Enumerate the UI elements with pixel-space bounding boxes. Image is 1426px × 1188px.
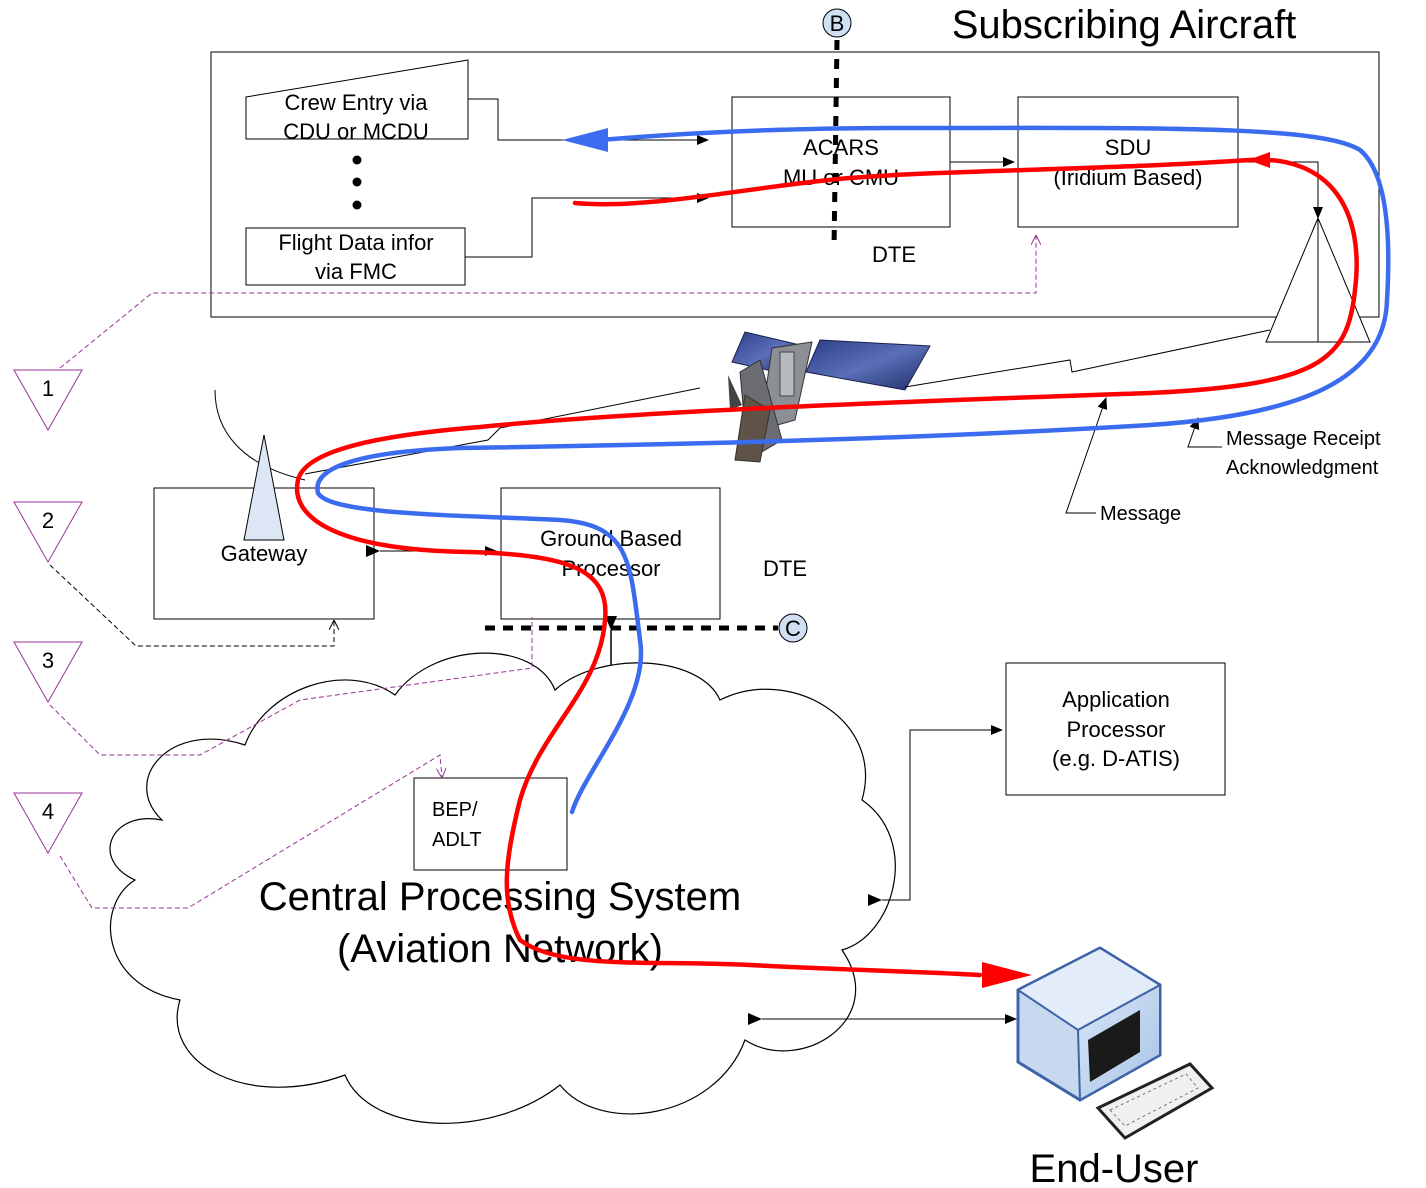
- end-user-label: End-User: [1030, 1147, 1199, 1188]
- interface-b-line: [831, 39, 840, 249]
- flight-data-line1: Flight Data infor: [278, 230, 433, 255]
- aviation-network-cloud: [109, 652, 896, 1124]
- callout-1-leader: [59, 236, 1036, 369]
- bep-line2: ADLT: [432, 829, 482, 851]
- svg-text:4: 4: [42, 799, 54, 824]
- marker-b-circle: [822, 8, 852, 38]
- aircraft-title: Subscribing Aircraft: [952, 3, 1297, 47]
- message-pointer: [1065, 397, 1108, 514]
- network-title-line2: (Aviation Network): [337, 927, 663, 971]
- acars-line1: ACARS: [803, 135, 879, 160]
- callout-2-leader: [49, 564, 334, 647]
- satellite-aircraft-link: [904, 329, 1271, 388]
- end-user-computer-icon: [1016, 946, 1215, 1140]
- triangle-callout-2: 2: [13, 501, 83, 564]
- acknowledgment-arrowhead: [562, 128, 608, 152]
- crew-entry-line2: CDU or MCDU: [283, 119, 428, 144]
- svg-text:1: 1: [42, 376, 54, 401]
- acknowledgment-path: [315, 125, 1391, 815]
- gateway-label: Gateway: [221, 541, 308, 566]
- triangle-callout-3: 3: [13, 641, 83, 704]
- receipt-line2: Acknowledgment: [1226, 457, 1379, 479]
- triangle-callout-1: 1: [13, 369, 83, 432]
- aircraft-dte-label: DTE: [872, 242, 916, 267]
- cloud-app-connector: [868, 725, 1003, 906]
- app-processor-line3: (e.g. D-ATIS): [1052, 746, 1180, 771]
- triangle-callout-4: 4: [13, 792, 83, 855]
- gateway-dish-arc: [214, 389, 306, 481]
- marker-c-label: C: [785, 616, 801, 641]
- satellite-icon: [728, 331, 931, 463]
- app-processor-line2: Processor: [1066, 717, 1165, 742]
- network-title-line1: Central Processing System: [259, 875, 741, 919]
- downlink-message-path: [294, 157, 1359, 978]
- marker-c-circle: [778, 613, 808, 643]
- app-processor-line1: Application: [1062, 687, 1170, 712]
- downlink-arrowhead: [982, 962, 1032, 988]
- bep-line1: BEP/: [432, 799, 478, 821]
- message-label: Message: [1100, 503, 1181, 525]
- ellipsis-dots: [352, 155, 362, 210]
- crew-entry-line1: Crew Entry via: [284, 90, 428, 115]
- flight-data-line2: via FMC: [315, 259, 397, 284]
- crew-entry-box: [245, 59, 469, 140]
- application-processor-box: [1005, 662, 1226, 796]
- ground-dte-label: DTE: [763, 556, 807, 581]
- ground-processor-box: [500, 487, 721, 620]
- downlink-sdu-arrowhead: [1248, 152, 1270, 168]
- gateway-antenna-icon: [243, 434, 285, 541]
- marker-b-label: B: [830, 11, 845, 36]
- sdu-line1: SDU: [1105, 135, 1151, 160]
- fmc-to-acars-connector: [465, 193, 709, 258]
- callout-3-leader: [49, 617, 533, 756]
- receipt-line1: Message Receipt: [1226, 428, 1381, 450]
- gateway-satellite-link: [304, 387, 701, 475]
- bep-adlt-box: [413, 777, 568, 871]
- acars-box: [731, 96, 951, 228]
- svg-text:3: 3: [42, 648, 54, 673]
- receipt-pointer: [1187, 417, 1222, 448]
- callout-4-leader: [59, 754, 442, 909]
- svg-text:2: 2: [42, 508, 54, 533]
- flight-data-box: [245, 227, 466, 286]
